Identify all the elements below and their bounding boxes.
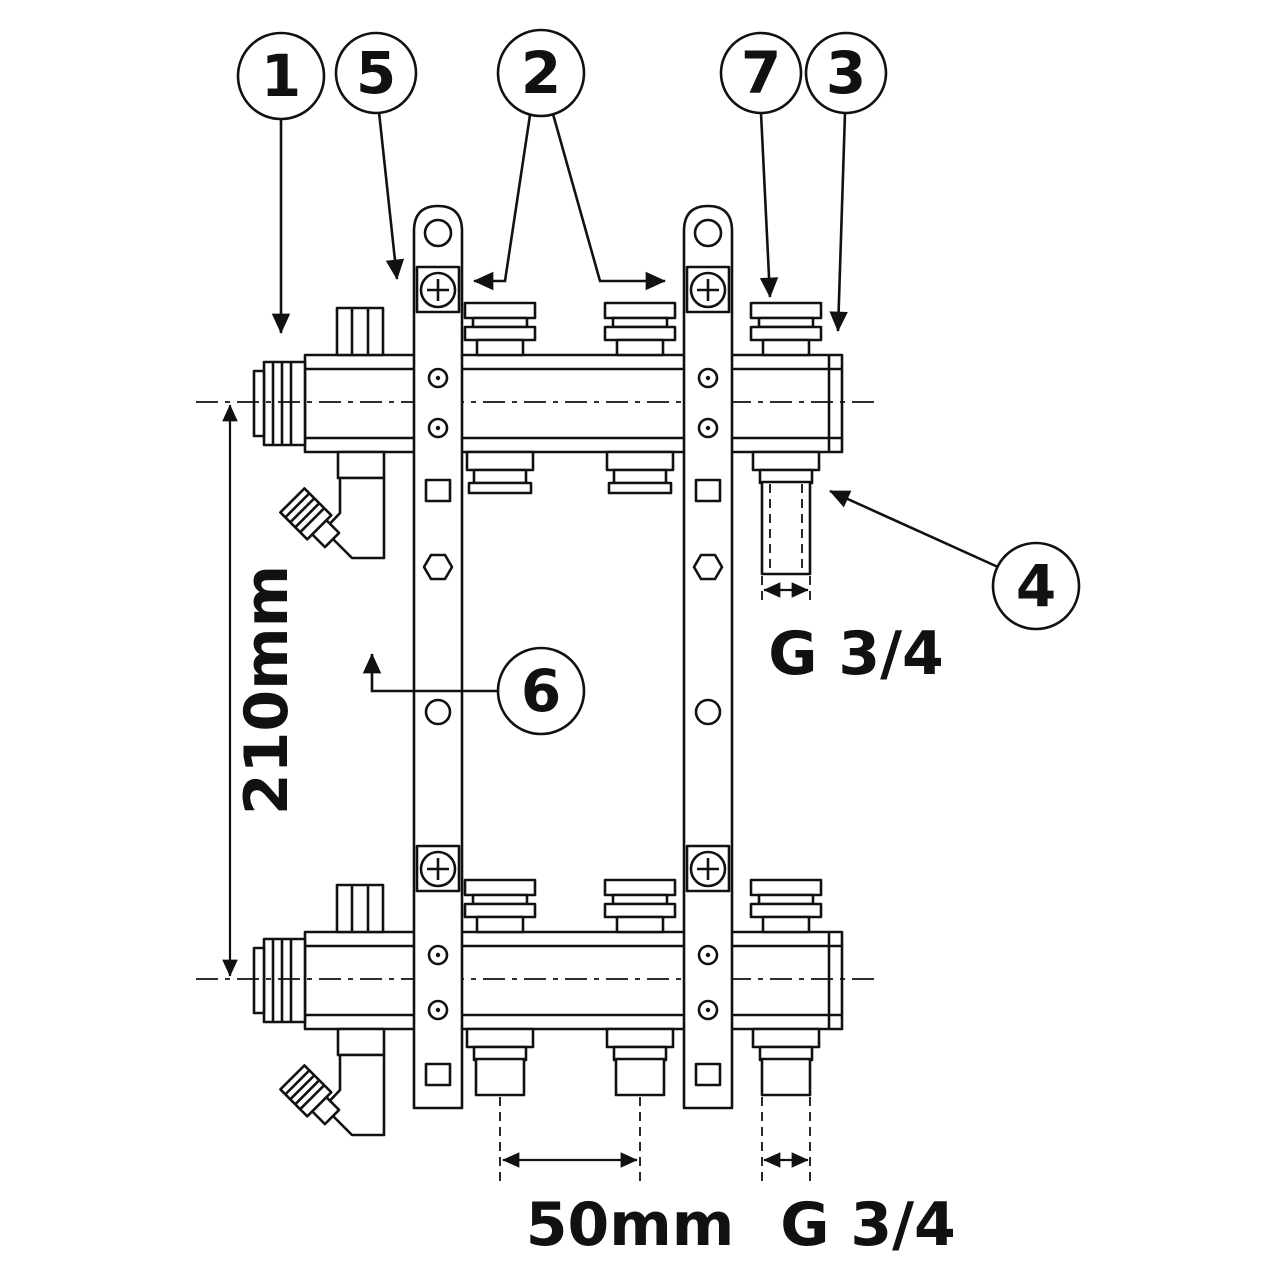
callout-3: 3	[804, 31, 888, 332]
port-spacing-label: 50mm	[526, 1190, 735, 1260]
valve-insert	[603, 301, 677, 357]
valve-insert	[749, 878, 823, 934]
callout-5-circle	[334, 31, 418, 115]
callout-5: 5	[334, 31, 418, 280]
valve-insert	[463, 301, 537, 357]
callout-7: 7	[719, 31, 803, 298]
callout-2-label: 2	[521, 39, 561, 107]
callout-4-label: 4	[1016, 552, 1056, 620]
callout-1-label: 1	[261, 42, 301, 110]
threaded-outlet-pipe	[760, 480, 812, 576]
callout-6-circle	[496, 646, 586, 736]
dimensions: 210mm G 3/4 50mm G 3/4	[222, 404, 956, 1260]
mounting-rail-right	[682, 204, 734, 1110]
callout-1: 1	[236, 31, 326, 334]
callout-3-label: 3	[826, 39, 866, 107]
valve-insert	[463, 878, 537, 934]
height-dimension-label: 210mm	[232, 565, 302, 815]
callout-7-circle	[719, 31, 803, 115]
callout-6: 6	[362, 646, 586, 736]
callout-3-circle	[804, 31, 888, 115]
callout-4: 4	[829, 489, 1081, 631]
callout-2-circle	[496, 28, 586, 118]
callout-7-label: 7	[741, 39, 781, 107]
callout-6-label: 6	[521, 657, 561, 725]
callout-5-label: 5	[356, 39, 396, 107]
thread-size-bottom-label: G 3/4	[780, 1190, 956, 1260]
outlet-connectors	[465, 450, 821, 1097]
callout-1-circle	[236, 31, 326, 121]
callout-4-circle	[991, 541, 1081, 631]
valve-insert	[749, 301, 823, 357]
valve-insert	[603, 878, 677, 934]
drain-valve	[279, 1027, 386, 1137]
thread-size-side-label: G 3/4	[768, 619, 944, 689]
mounting-rail-left	[412, 204, 464, 1110]
callout-2: 2	[473, 28, 666, 291]
drain-valve	[279, 450, 386, 560]
